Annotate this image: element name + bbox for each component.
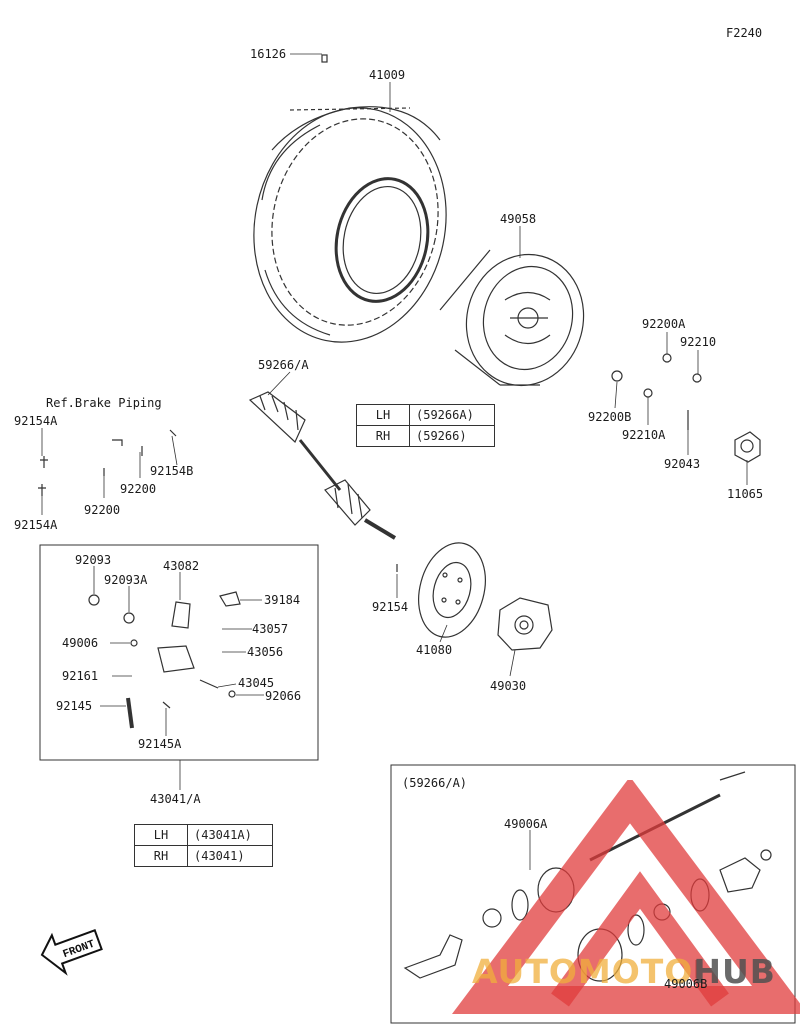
- table-row: RH (59266): [356, 425, 495, 447]
- cv-joint-kit-drawing[interactable]: [403, 771, 772, 982]
- table-cell-side: RH: [134, 845, 188, 867]
- part-92200b[interactable]: 92200B: [588, 410, 632, 424]
- part-92200-upper[interactable]: 92200: [120, 482, 157, 496]
- part-92043[interactable]: 92043: [664, 457, 701, 471]
- watermark-text: AUTOMOTOHUB: [472, 952, 776, 991]
- table-cell-part[interactable]: (43041): [187, 845, 273, 867]
- part-39184[interactable]: 39184: [264, 593, 301, 607]
- table-row: RH (43041): [134, 845, 273, 867]
- part-43082[interactable]: 43082: [163, 559, 200, 573]
- table-cell-part[interactable]: (59266A): [409, 404, 495, 426]
- caliper-variant-table: LH (43041A) RH (43041): [134, 824, 273, 867]
- part-92200a[interactable]: 92200A: [642, 317, 686, 331]
- part-92066[interactable]: 92066: [265, 689, 302, 703]
- brake-disc-drawing[interactable]: [409, 535, 496, 644]
- part-92210[interactable]: 92210: [680, 335, 717, 349]
- part-92154a-bottom[interactable]: 92154A: [14, 518, 58, 532]
- part-49058[interactable]: 49058: [500, 212, 537, 226]
- part-49006a[interactable]: 49006A: [504, 817, 548, 831]
- part-92145[interactable]: 92145: [56, 699, 93, 713]
- hub-nut-drawing[interactable]: [734, 431, 761, 463]
- part-16126[interactable]: 16126: [250, 47, 287, 61]
- drive-shaft-drawing[interactable]: [248, 391, 397, 540]
- figure-code: F2240: [726, 26, 763, 40]
- part-92154[interactable]: 92154: [372, 600, 409, 614]
- table-row: LH (43041A): [134, 824, 273, 846]
- part-92161[interactable]: 92161: [62, 669, 99, 683]
- part-92093a[interactable]: 92093A: [104, 573, 148, 587]
- part-49030[interactable]: 49030: [490, 679, 527, 693]
- table-cell-part[interactable]: (59266): [409, 425, 495, 447]
- table-row: LH (59266A): [356, 404, 495, 426]
- part-92154a-top[interactable]: 92154A: [14, 414, 58, 428]
- table-cell-side: LH: [356, 404, 410, 426]
- part-92154b[interactable]: 92154B: [150, 464, 194, 478]
- part-59266a[interactable]: 59266/A: [258, 358, 309, 372]
- part-43041a[interactable]: 43041/A: [150, 792, 201, 806]
- part-41080[interactable]: 41080: [416, 643, 453, 657]
- table-cell-side: LH: [134, 824, 188, 846]
- hub-drawing[interactable]: [497, 597, 553, 651]
- part-92093[interactable]: 92093: [75, 553, 112, 567]
- part-43057[interactable]: 43057: [252, 622, 289, 636]
- shaft-variant-table: LH (59266A) RH (59266): [356, 404, 495, 447]
- part-49006[interactable]: 49006: [62, 636, 99, 650]
- part-92200-lower[interactable]: 92200: [84, 503, 121, 517]
- part-11065[interactable]: 11065: [727, 487, 764, 501]
- small-hardware-drawing[interactable]: [38, 54, 702, 729]
- front-arrow-icon: FRONT: [40, 929, 103, 976]
- table-cell-part[interactable]: (43041A): [187, 824, 273, 846]
- part-92145a[interactable]: 92145A: [138, 737, 182, 751]
- part-43056[interactable]: 43056: [247, 645, 284, 659]
- ref-brake-piping-note: Ref.Brake Piping: [46, 396, 162, 410]
- inset-title: (59266/A): [402, 776, 468, 790]
- caliper-group-box: [39, 544, 319, 761]
- part-43045[interactable]: 43045: [238, 676, 275, 690]
- wheel-rim-drawing[interactable]: [439, 241, 598, 399]
- part-49006b[interactable]: 49006B: [664, 977, 708, 991]
- part-92210a[interactable]: 92210A: [622, 428, 666, 442]
- tire-drawing[interactable]: [233, 90, 468, 360]
- table-cell-side: RH: [356, 425, 410, 447]
- part-41009[interactable]: 41009: [369, 68, 406, 82]
- leader-lines: [41, 53, 748, 978]
